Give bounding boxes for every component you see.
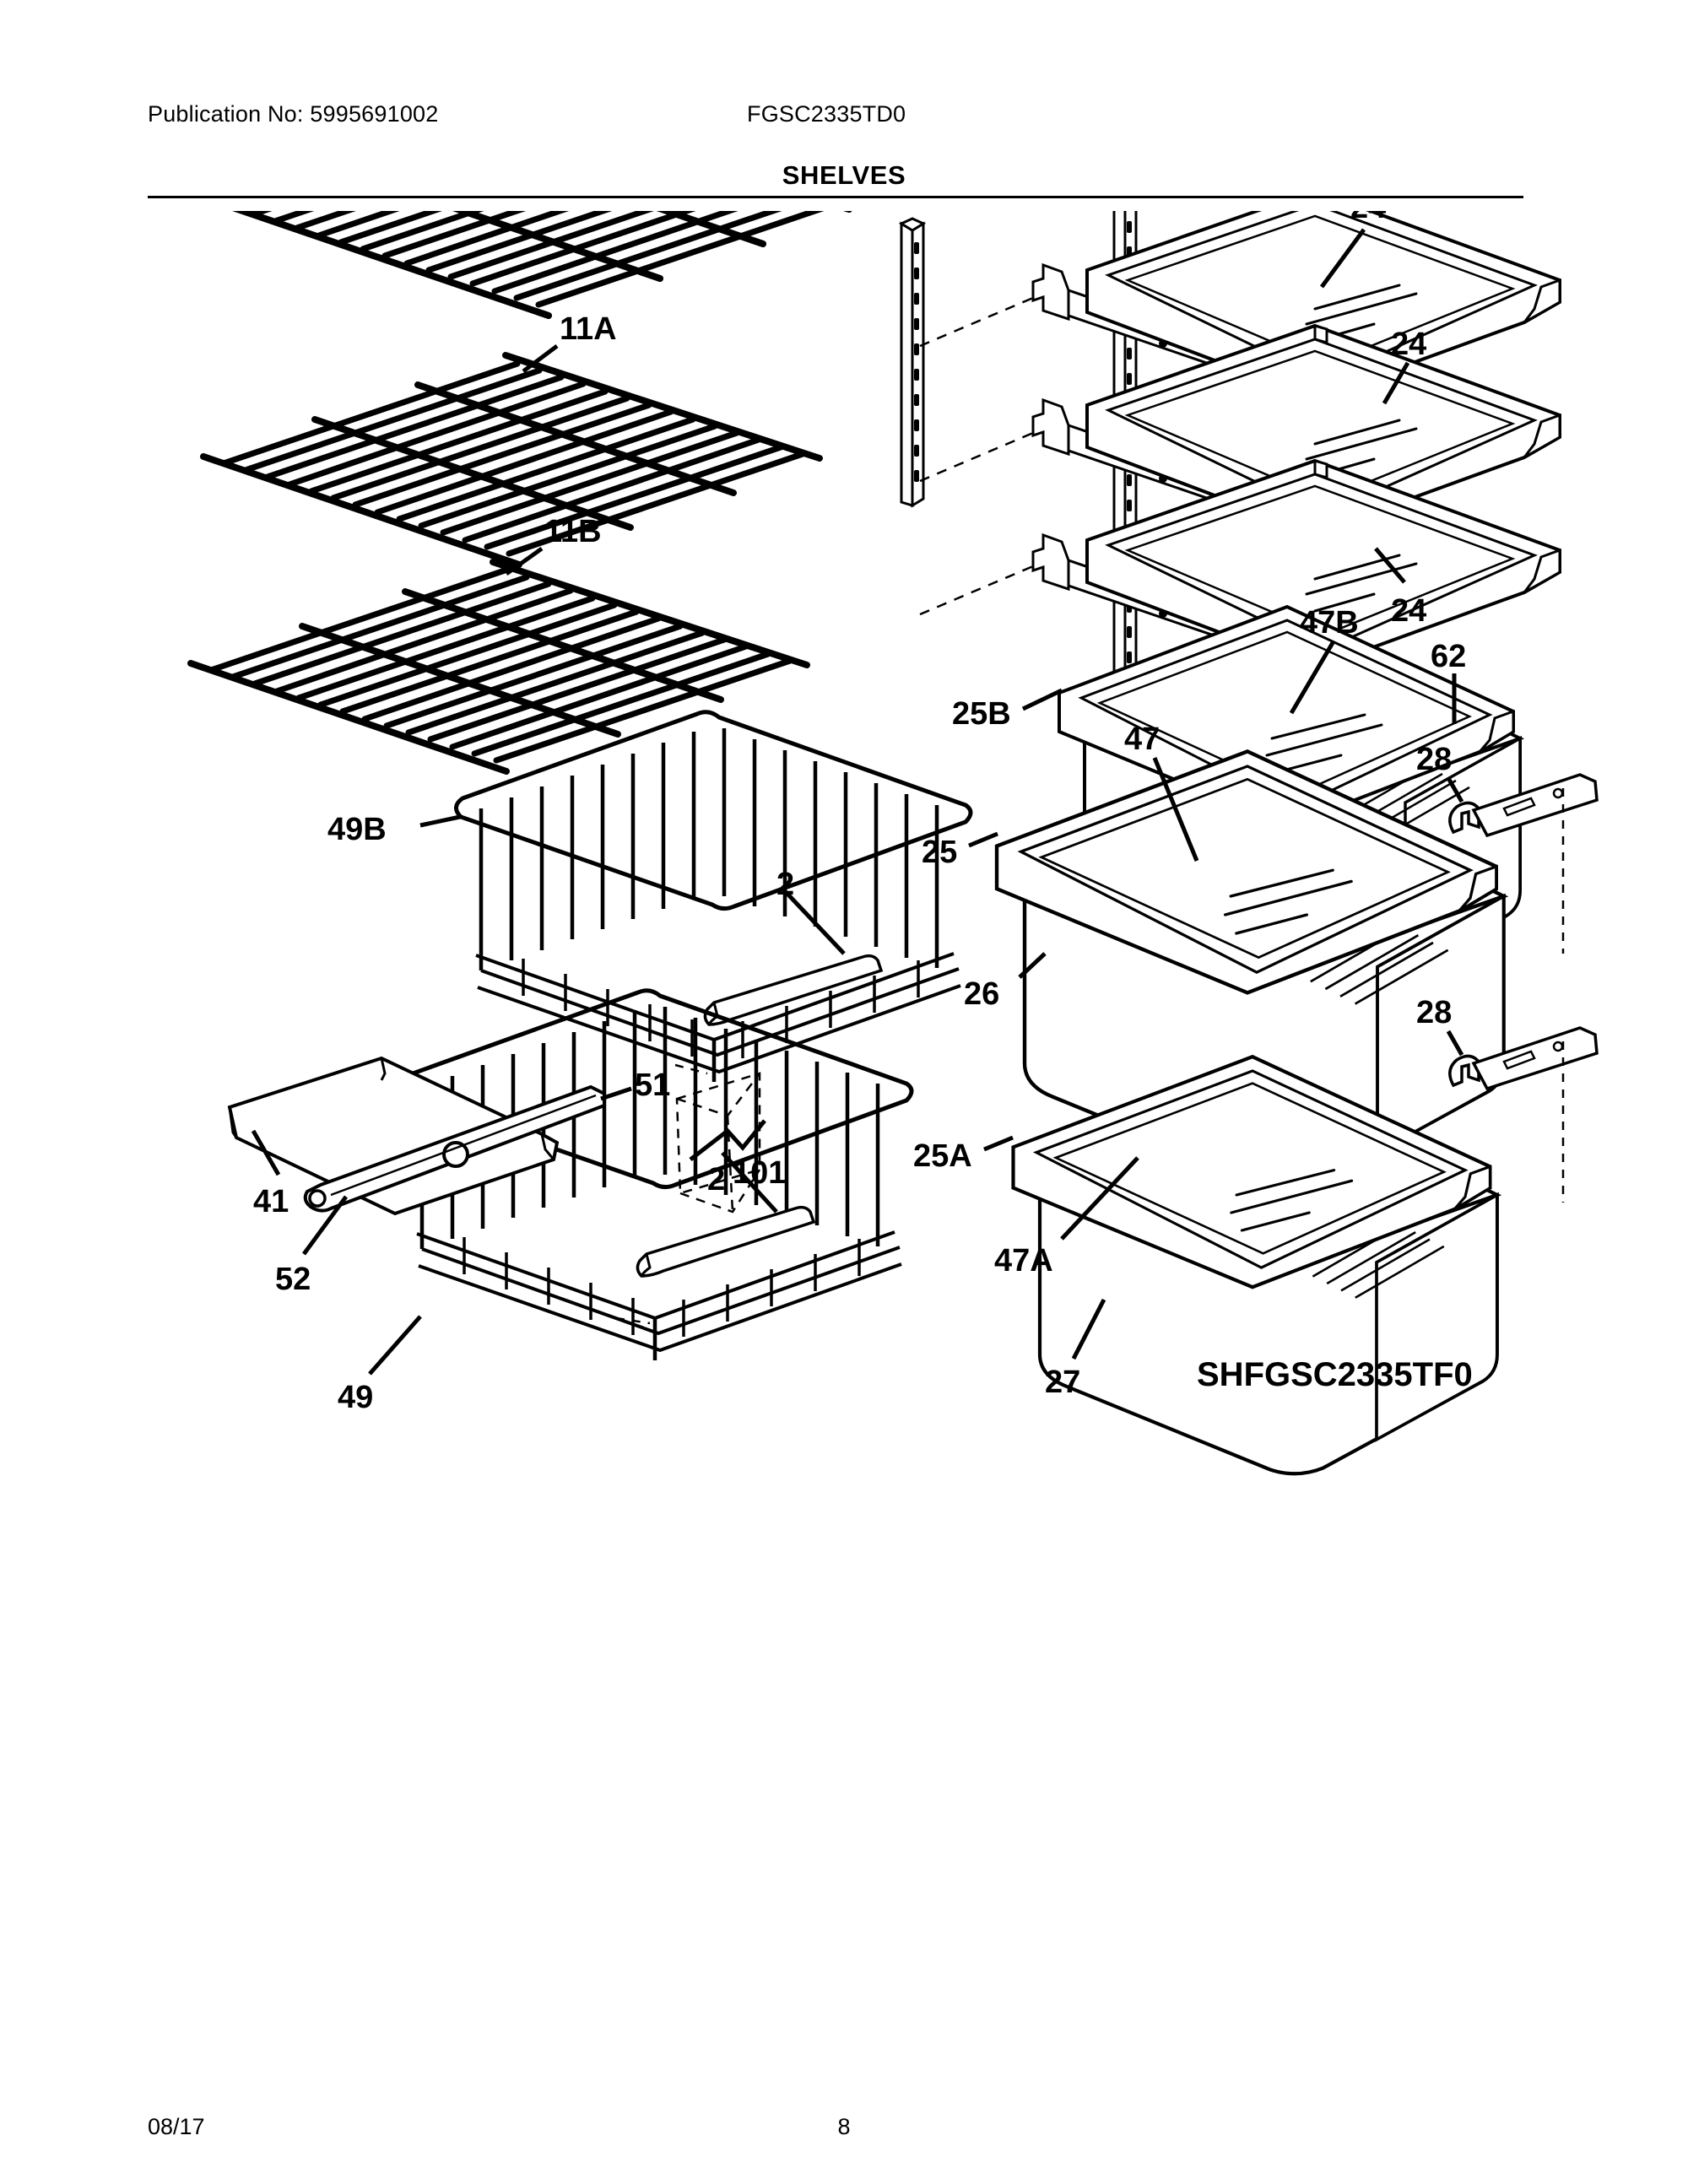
- callout-24-bottom: 24: [1374, 547, 1426, 629]
- callout-47: 47: [1124, 722, 1199, 862]
- callout-52-label: 52: [275, 1262, 311, 1297]
- callout-25-label: 25: [922, 835, 957, 870]
- callout-51-label: 51: [635, 1068, 670, 1103]
- callout-28-lower-label: 28: [1416, 995, 1452, 1030]
- callout-2-lower-label: 2: [707, 1162, 725, 1197]
- wire-shelf-11a-group: [203, 344, 820, 565]
- callout-49b: 49B: [327, 812, 461, 847]
- callout-47b-label: 47B: [1300, 605, 1359, 641]
- callout-49b-label: 49B: [327, 812, 387, 847]
- model-stamp-text: SHFGSC2335TF0: [1197, 1356, 1473, 1393]
- publication-number: Publication No: 5995691002: [148, 101, 439, 127]
- header-divider: [148, 196, 1523, 198]
- wire-shelf-11b-group: [191, 546, 807, 771]
- callout-26-label: 26: [964, 976, 999, 1012]
- callout-25b-label: 25B: [952, 696, 1011, 732]
- callout-11a: 11A: [560, 311, 617, 347]
- basket-slide-arm-52: [303, 1084, 606, 1213]
- callout-47a: 47A: [994, 1156, 1139, 1279]
- callout-24-top-label: 24: [1350, 211, 1386, 225]
- callout-24-mid-label: 24: [1391, 327, 1426, 362]
- callout-41: 41: [251, 1129, 289, 1219]
- page-title: SHELVES: [782, 160, 906, 190]
- callout-25b: 25B: [952, 688, 1063, 732]
- drawer-slide-rail-upper: [1448, 773, 1599, 954]
- callout-24-bottom-label: 24: [1391, 593, 1426, 629]
- callout-28-upper-label: 28: [1416, 742, 1452, 777]
- callout-52: 52: [275, 1195, 349, 1297]
- callout-11a-label: 11A: [560, 311, 617, 347]
- callout-47-label: 47: [1124, 722, 1160, 757]
- callout-25a-label: 25A: [913, 1138, 972, 1174]
- callout-2-upper: 2: [776, 867, 846, 955]
- callout-47b: 47B: [1289, 605, 1359, 715]
- support-rail-front: [900, 217, 925, 507]
- callout-2-upper-label: 2: [776, 867, 794, 902]
- wire-basket-49b: [456, 712, 971, 1082]
- callout-62-label: 62: [1431, 639, 1466, 674]
- callout-2-lower: 2: [707, 1151, 778, 1214]
- footer-date: 08/17: [148, 2114, 205, 2139]
- callout-28-lower: 28: [1416, 995, 1464, 1057]
- drawer-slide-rail-lower: [1448, 1026, 1599, 1203]
- exploded-parts-illustration: 11C 11A 11B: [0, 211, 1688, 2034]
- callout-11b: 11B: [544, 514, 602, 549]
- callout-24-top: 24: [1319, 211, 1386, 289]
- guide-49b-handle: [674, 1063, 708, 1075]
- callout-28-upper: 28: [1416, 742, 1464, 803]
- callout-26: 26: [964, 952, 1047, 1012]
- callout-62: 62: [1431, 639, 1466, 724]
- callout-49: 49: [338, 1315, 422, 1415]
- diagram-svg: 11C 11A 11B: [0, 211, 1599, 2034]
- model-number: FGSC2335TD0: [747, 101, 906, 127]
- callout-27-label: 27: [1045, 1365, 1080, 1400]
- callout-49-label: 49: [338, 1380, 373, 1415]
- callout-11b-label: 11B: [544, 514, 602, 549]
- callout-101: 101: [689, 1119, 786, 1191]
- alignment-guides: [919, 291, 1046, 616]
- callout-24-mid: 24: [1382, 327, 1426, 405]
- callout-41-label: 41: [253, 1184, 289, 1219]
- callout-51: 51: [600, 1068, 670, 1103]
- wire-shelf-11c-group: [233, 211, 849, 316]
- callout-25: 25: [922, 831, 998, 870]
- guide-49-handle: [615, 1316, 651, 1325]
- handle-bar-lower: [636, 1205, 815, 1278]
- callout-27: 27: [1045, 1298, 1106, 1400]
- footer-page-number: 8: [837, 2114, 851, 2139]
- callout-25a: 25A: [913, 1135, 1014, 1174]
- callout-47a-label: 47A: [994, 1243, 1053, 1279]
